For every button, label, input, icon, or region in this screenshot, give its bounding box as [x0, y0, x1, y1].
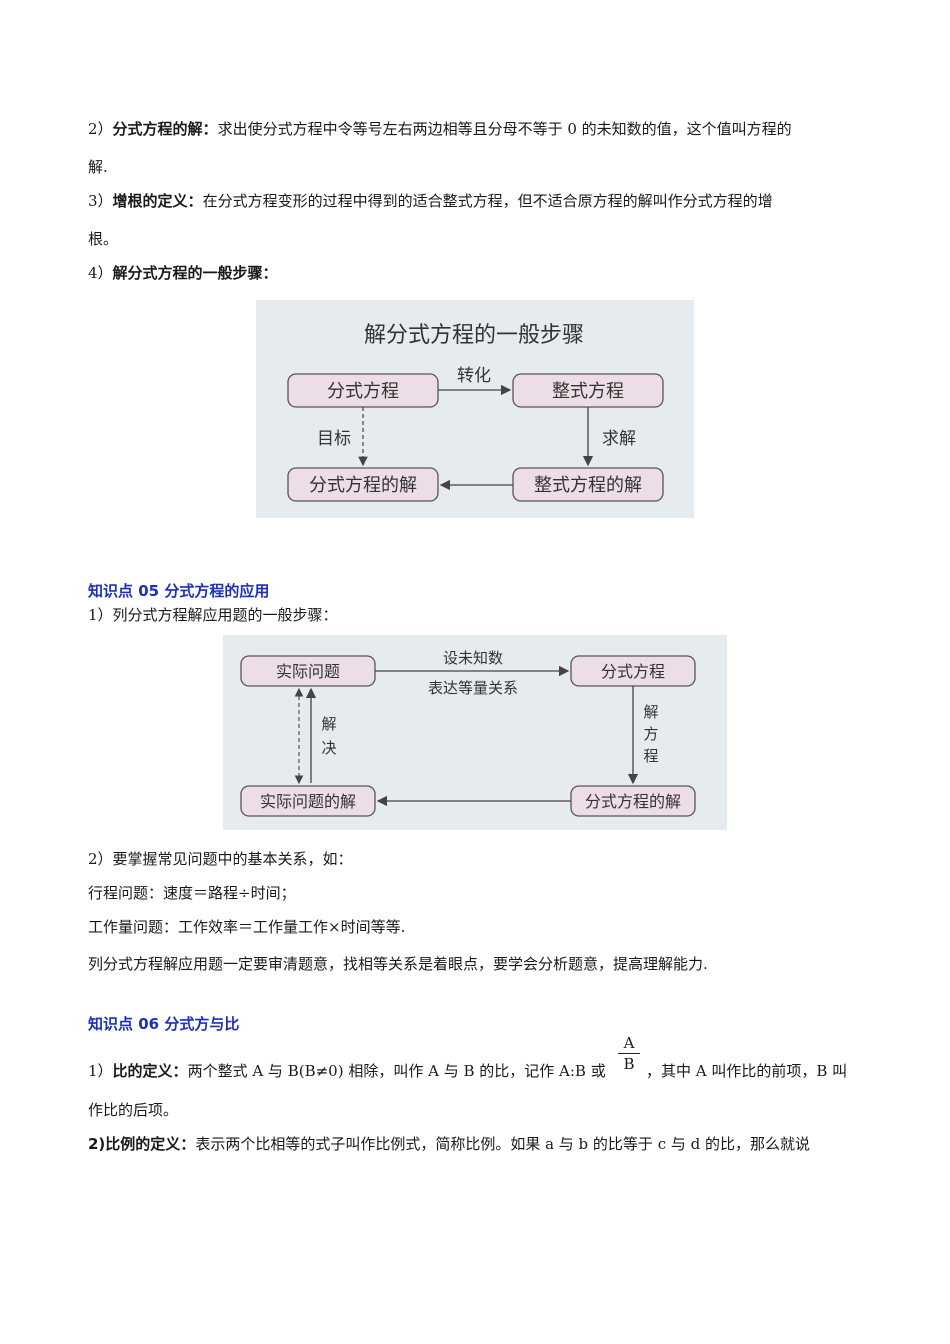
section-heading-05: 知识点 05 分式方程的应用 — [88, 582, 270, 600]
steps-diagram: 解分式方程的一般步骤 分式方程 整式方程 分式方程的解 整式方程的解 转化 求解… — [256, 300, 694, 518]
fraction-numerator: A — [623, 1034, 635, 1052]
paragraph-application-steps: 1）列分式方程解应用题的一般步骤： — [88, 606, 338, 624]
paragraph-basic-relations: 2）要掌握常见问题中的基本关系，如： — [88, 850, 353, 868]
section-heading-06: 知识点 06 分式方与比 — [88, 1015, 240, 1033]
term-proportion: 比例的定义： — [105, 1135, 196, 1153]
box-real-solution — [240, 785, 376, 817]
term-general-steps: 解分式方程的一般步骤： — [112, 264, 278, 282]
label-transform: 转化 — [457, 366, 491, 386]
label-solve-1: 解 — [643, 703, 658, 721]
box-real-problem-label: 实际问题 — [276, 662, 340, 681]
paragraph-work-problem: 工作量问题：工作效率＝工作量工作×时间等等. — [88, 918, 406, 936]
item-number: 2) — [88, 1135, 106, 1153]
application-diagram: 实际问题 分式方程 实际问题的解 分式方程的解 设未知数 表达等量关系 解 方 … — [223, 635, 727, 830]
paragraph-proportion-def: 2)比例的定义：表示两个比相等的式子叫作比例式，简称比例。如果 a 与 b 的比… — [88, 1133, 878, 1155]
label-solve: 求解 — [602, 429, 636, 449]
paragraph-ratio-def-cont: 作比的后项。 — [88, 1101, 179, 1119]
label-resolve-1: 解 — [321, 715, 336, 733]
label-solve-2: 方 — [643, 725, 658, 743]
paragraph-travel-problem: 行程问题：速度＝路程÷时间； — [88, 884, 296, 902]
paragraph-extraneous-root-def: 3）增根的定义：在分式方程变形的过程中得到的适合整式方程，但不适合原方程的解叫作… — [88, 190, 878, 212]
paragraph-solution-def-cont: 解. — [88, 156, 878, 178]
paragraph-ratio-def: 1）比的定义：两个整式 A 与 B(B≠0) 相除，叫作 A 与 B 的比，记作… — [88, 1060, 606, 1082]
label-setup-2: 表达等量关系 — [428, 679, 518, 697]
item-number: 2） — [88, 120, 113, 138]
box-real-solution-label: 实际问题的解 — [260, 792, 356, 811]
term-solution: 分式方程的解： — [112, 120, 218, 138]
box-integral-equation-label: 整式方程 — [552, 381, 624, 402]
paragraph-solution-def: 2）分式方程的解：求出使分式方程中令等号左右两边相等且分母不等于 0 的未知数的… — [88, 118, 878, 140]
definition-text-cont: 解. — [88, 158, 108, 176]
diagram-title: 解分式方程的一般步骤 — [364, 323, 584, 348]
item-number: 1） — [88, 1062, 113, 1080]
item-number: 3） — [88, 192, 113, 210]
definition-text-cont: 根。 — [88, 230, 119, 248]
term-extraneous-root: 增根的定义： — [112, 192, 203, 210]
fraction-denominator: B — [623, 1055, 635, 1073]
definition-text: 表示两个比相等的式子叫作比例式，简称比例。如果 a 与 b 的比等于 c 与 d… — [195, 1135, 811, 1153]
term-ratio: 比的定义： — [112, 1062, 188, 1080]
item-number: 4） — [88, 264, 113, 282]
definition-text: 求出使分式方程中令等号左右两边相等且分母不等于 0 的未知数的值，这个值叫方程的 — [217, 120, 792, 138]
fraction-a-over-b: A B — [618, 1034, 640, 1073]
label-setup-1: 设未知数 — [443, 649, 503, 667]
paragraph-application-tip: 列分式方程解应用题一定要审清题意，找相等关系是着眼点，要学会分析题意，提高理解能… — [88, 955, 708, 973]
label-solve-3: 程 — [643, 747, 658, 765]
definition-text: 两个整式 A 与 B(B≠0) 相除，叫作 A 与 B 的比，记作 A:B 或 — [187, 1062, 606, 1080]
paragraph-ratio-def-tail: ，其中 A 叫作比的前项，B 叫 — [646, 1062, 848, 1080]
box-fractional-equation-label: 分式方程 — [327, 381, 399, 402]
fraction-bar — [618, 1053, 640, 1054]
box-integral-solution-label: 整式方程的解 — [534, 475, 642, 496]
definition-text: 在分式方程变形的过程中得到的适合整式方程，但不适合原方程的解叫作分式方程的增 — [202, 192, 773, 210]
box-fractional-equation-label: 分式方程 — [601, 662, 665, 681]
box-fractional-solution-label: 分式方程的解 — [309, 475, 417, 496]
paragraph-extraneous-root-cont: 根。 — [88, 228, 878, 250]
label-goal: 目标 — [317, 429, 351, 449]
paragraph-steps-title: 4）解分式方程的一般步骤： — [88, 262, 878, 284]
label-resolve-2: 决 — [321, 739, 336, 757]
box-fractional-solution — [287, 467, 439, 502]
box-fractional-solution-label: 分式方程的解 — [585, 792, 681, 811]
